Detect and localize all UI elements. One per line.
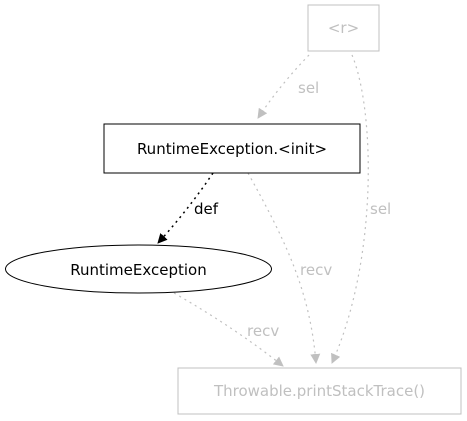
edge-r-to-print: sel [331, 54, 391, 364]
node-shape [103, 123, 361, 174]
node-label: <r> [328, 19, 359, 37]
node-label: RuntimeException.<init> [137, 140, 327, 158]
edge-exception-to-print: recv [173, 292, 284, 367]
node-shape [5, 244, 272, 294]
edge-line [257, 54, 310, 119]
node-r[interactable]: <r> [307, 4, 380, 52]
node-shape [177, 367, 462, 415]
node-label: Throwable.printStackTrace() [213, 382, 425, 400]
edge-label: recv [300, 261, 332, 279]
edge-label: recv [247, 322, 279, 340]
node-label: RuntimeException [70, 261, 206, 279]
edge-init-to-print: recv [247, 172, 332, 364]
edge-line [173, 292, 284, 367]
node-runtime-exception[interactable]: RuntimeException [5, 244, 272, 294]
node-shape [307, 4, 380, 52]
edge-r-to-init: sel [257, 54, 319, 119]
edge-line [247, 172, 321, 364]
edge-line [331, 54, 369, 364]
node-runtime-exception-init[interactable]: RuntimeException.<init> [103, 123, 361, 174]
node-throwable-print-stack-trace[interactable]: Throwable.printStackTrace() [177, 367, 462, 415]
edge-label: sel [370, 200, 391, 218]
edge-label: def [194, 200, 219, 218]
edge-label: sel [298, 79, 319, 97]
edge-init-to-exception: def [157, 172, 219, 244]
